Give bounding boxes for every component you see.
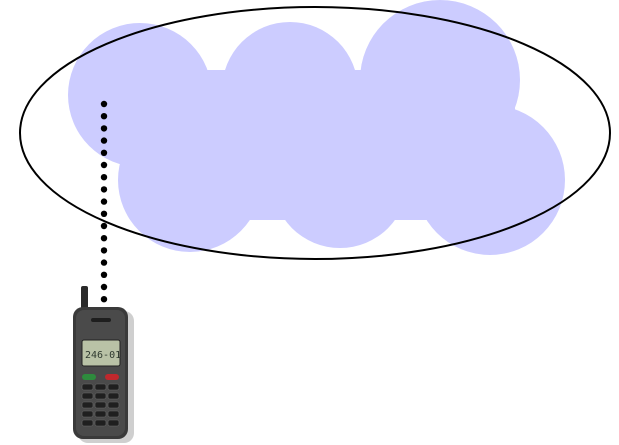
phone-display-text: 246-01 <box>85 350 121 361</box>
keypad-key <box>82 402 93 408</box>
keypad-key <box>108 384 119 390</box>
phone-keypad <box>82 384 119 426</box>
keypad-key <box>95 411 106 417</box>
link-dot <box>101 211 107 217</box>
link-dot <box>101 198 107 204</box>
keypad-key <box>108 411 119 417</box>
cloud-icon <box>68 0 565 255</box>
keypad-key <box>82 420 93 426</box>
keypad-key <box>108 420 119 426</box>
link-dot <box>101 284 107 290</box>
keypad-key <box>95 393 106 399</box>
keypad-key <box>95 402 106 408</box>
link-dot <box>101 174 107 180</box>
mobile-phone-icon: 246-01 <box>73 286 134 443</box>
keypad-key <box>82 384 93 390</box>
link-dot <box>101 223 107 229</box>
keypad-key <box>95 384 106 390</box>
link-dot <box>101 150 107 156</box>
link-dot <box>101 186 107 192</box>
link-dot <box>101 272 107 278</box>
end-key <box>105 374 119 380</box>
send-key <box>82 374 96 380</box>
link-dot <box>101 125 107 131</box>
link-dot <box>101 247 107 253</box>
keypad-key <box>82 393 93 399</box>
keypad-key <box>95 420 106 426</box>
link-dot <box>101 296 107 302</box>
link-dot <box>101 101 107 107</box>
link-dot <box>101 259 107 265</box>
link-dot <box>101 137 107 143</box>
link-dot <box>101 113 107 119</box>
keypad-key <box>108 402 119 408</box>
keypad-key <box>108 393 119 399</box>
cloud-fill-core <box>135 70 515 220</box>
phone-earpiece <box>91 318 111 322</box>
link-dot <box>101 235 107 241</box>
link-dot <box>101 162 107 168</box>
keypad-key <box>82 411 93 417</box>
